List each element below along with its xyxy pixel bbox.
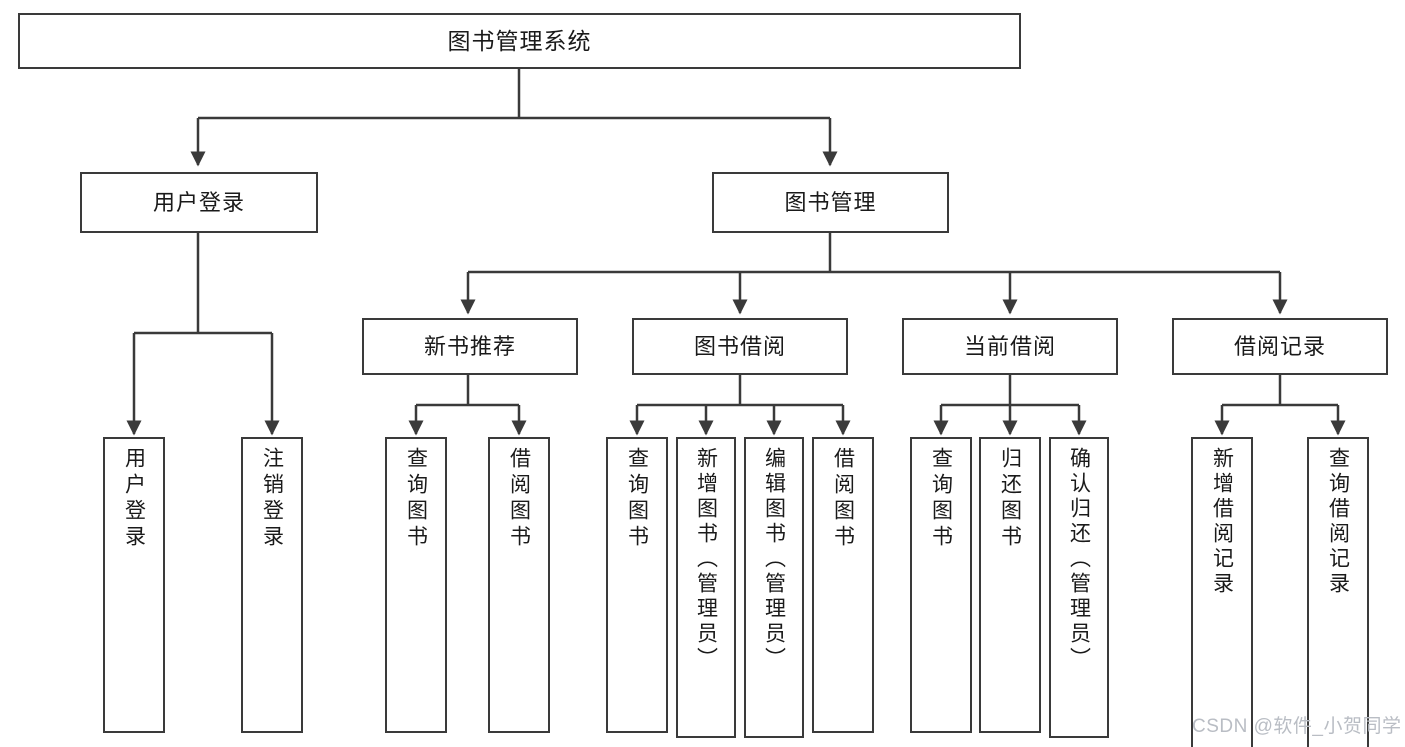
node-new-book-recommendation-label: 新书推荐 <box>423 333 516 359</box>
leaf-query-borrow-record[interactable]: 查询借阅记录 <box>1307 437 1369 747</box>
leaf-query-books-recommend[interactable]: 查询图书 <box>385 437 447 733</box>
node-book-management-label: 图书管理 <box>784 189 877 215</box>
node-book-borrowing[interactable]: 图书借阅 <box>632 318 848 375</box>
leaf-edit-book-admin[interactable]: 编辑图书（管理员） <box>744 437 804 738</box>
leaf-confirm-return-admin[interactable]: 确认归还（管理员） <box>1049 437 1109 738</box>
leaf-edit-book-admin-label: 编辑图书（管理员） <box>762 447 786 672</box>
leaf-query-books-borrow[interactable]: 查询图书 <box>606 437 668 733</box>
leaf-confirm-return-admin-label: 确认归还（管理员） <box>1067 447 1091 672</box>
node-borrowing-records[interactable]: 借阅记录 <box>1172 318 1388 375</box>
leaf-query-books-current[interactable]: 查询图书 <box>910 437 972 733</box>
leaf-borrow-books-recommend[interactable]: 借阅图书 <box>488 437 550 733</box>
leaf-query-borrow-record-label: 查询借阅记录 <box>1326 447 1350 597</box>
node-new-book-recommendation[interactable]: 新书推荐 <box>362 318 578 375</box>
leaf-add-book-admin-label: 新增图书（管理员） <box>694 447 718 672</box>
leaf-return-book-label: 归还图书 <box>998 447 1022 551</box>
leaf-query-books-current-label: 查询图书 <box>929 447 953 551</box>
node-book-borrowing-label: 图书借阅 <box>693 333 786 359</box>
leaf-return-book[interactable]: 归还图书 <box>979 437 1041 733</box>
leaf-logout[interactable]: 注销登录 <box>241 437 303 733</box>
node-borrowing-records-label: 借阅记录 <box>1233 333 1326 359</box>
leaf-add-borrow-record[interactable]: 新增借阅记录 <box>1191 437 1253 747</box>
leaf-borrow-book-label: 借阅图书 <box>831 447 855 551</box>
node-user-login[interactable]: 用户登录 <box>80 172 318 233</box>
node-user-login-label: 用户登录 <box>152 189 245 215</box>
root-node-label: 图书管理系统 <box>447 27 592 54</box>
leaf-logout-label: 注销登录 <box>260 447 284 551</box>
leaf-query-books-recommend-label: 查询图书 <box>404 447 428 551</box>
leaf-user-login-label: 用户登录 <box>122 447 146 551</box>
root-node-book-management-system[interactable]: 图书管理系统 <box>18 13 1021 69</box>
leaf-user-login[interactable]: 用户登录 <box>103 437 165 733</box>
leaf-add-book-admin[interactable]: 新增图书（管理员） <box>676 437 736 738</box>
node-current-borrowing[interactable]: 当前借阅 <box>902 318 1118 375</box>
leaf-borrow-books-recommend-label: 借阅图书 <box>507 447 531 551</box>
node-current-borrowing-label: 当前借阅 <box>963 333 1056 359</box>
leaf-borrow-book[interactable]: 借阅图书 <box>812 437 874 733</box>
leaf-add-borrow-record-label: 新增借阅记录 <box>1210 447 1234 597</box>
leaf-query-books-borrow-label: 查询图书 <box>625 447 649 551</box>
watermark-text: CSDN @软件_小贺同学 <box>1192 716 1402 737</box>
node-book-management[interactable]: 图书管理 <box>712 172 949 233</box>
